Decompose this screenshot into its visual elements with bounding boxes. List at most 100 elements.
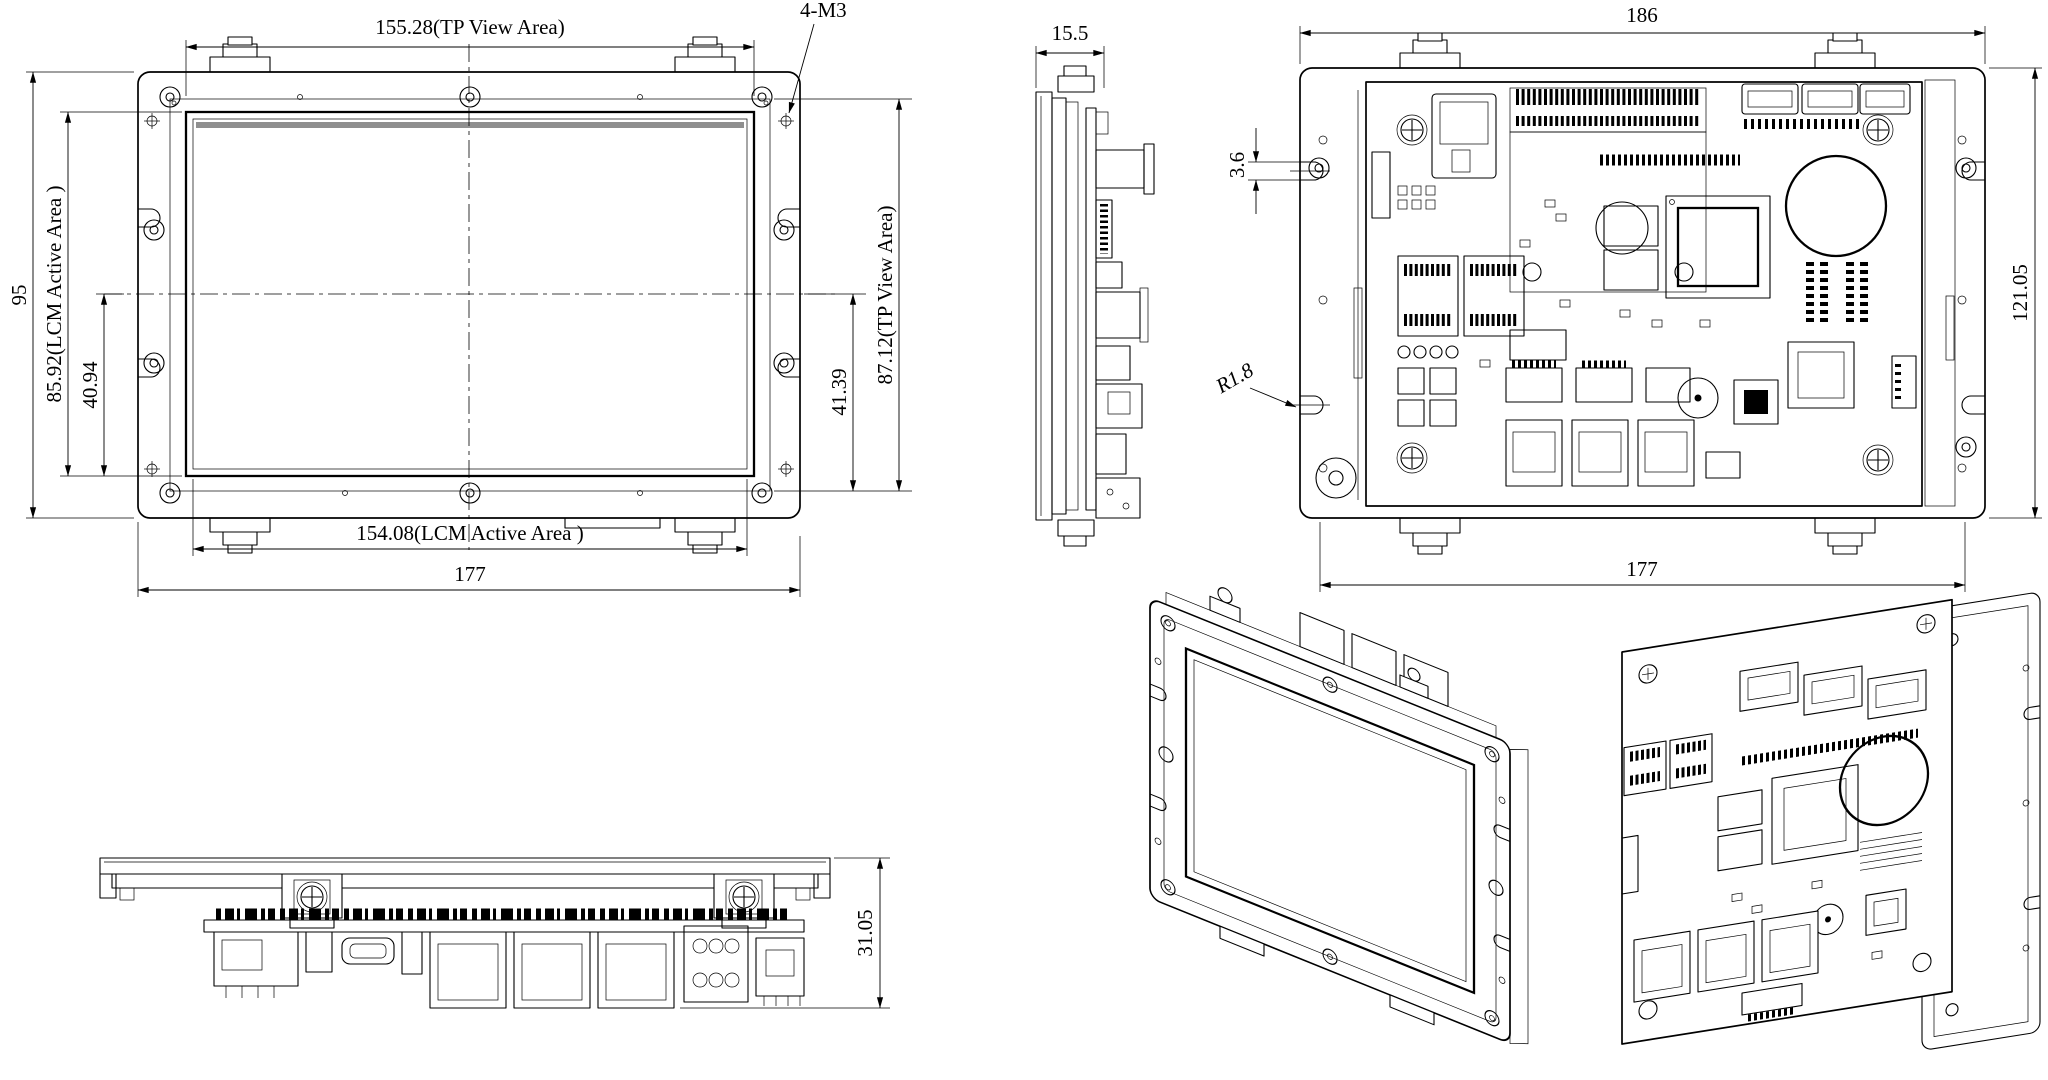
gpio-headers bbox=[1806, 262, 1868, 326]
mount-clip bbox=[209, 36, 271, 73]
rtc-crystal bbox=[1595, 201, 1649, 255]
iso-top-connectors bbox=[1299, 612, 1449, 707]
dim-depth: 31.05 bbox=[680, 857, 890, 1009]
side-pcb bbox=[1085, 107, 1097, 511]
iso-side-face bbox=[1509, 749, 1529, 1045]
magnetics-row bbox=[1505, 360, 1691, 403]
micro-usb bbox=[341, 937, 395, 965]
supercap-battery bbox=[1784, 154, 1888, 258]
dim-label-12105: 121.05 bbox=[2008, 264, 2032, 322]
dim-notch-radius: R1.8 bbox=[1211, 358, 1297, 408]
dim-label-8592: 85.92(LCM Active Area ) bbox=[42, 186, 66, 403]
dim-label-15408: 154.08(LCM Active Area ) bbox=[356, 521, 583, 545]
corner-boss bbox=[1315, 457, 1357, 499]
side-glass bbox=[1035, 91, 1053, 521]
mount-clip bbox=[1399, 517, 1461, 555]
dim-lcm-half-height: 40.94 bbox=[78, 293, 124, 477]
frame-notch bbox=[1961, 395, 1985, 415]
daughter-module bbox=[755, 937, 805, 1006]
side-components bbox=[1095, 111, 1155, 519]
side-frame bbox=[1051, 97, 1067, 515]
side-view: 15.5 bbox=[1035, 21, 1155, 547]
pcb-screw bbox=[1396, 114, 1428, 146]
side-clip bbox=[1057, 75, 1095, 93]
mount-clip bbox=[674, 36, 736, 73]
frame-notch bbox=[1961, 161, 1985, 181]
bottom-connectors bbox=[213, 925, 805, 1009]
dim-overall-height: 95 bbox=[7, 71, 134, 519]
terminal-block bbox=[683, 925, 749, 1003]
tp-outline bbox=[169, 98, 771, 492]
rj45-bottom bbox=[429, 931, 675, 1009]
dim-label-95: 95 bbox=[7, 285, 31, 306]
dim-label-155: 15.5 bbox=[1052, 21, 1089, 45]
dim-tp-height: 87.12(TP View Area) bbox=[774, 98, 912, 492]
pcb-screw bbox=[1862, 444, 1894, 476]
pcb-components bbox=[1371, 83, 1917, 487]
memory-chip bbox=[1603, 249, 1659, 291]
dim-label-4m3: 4-M3 bbox=[800, 0, 847, 22]
iso-soc bbox=[1771, 764, 1859, 865]
dim-label-36: 3.6 bbox=[1225, 152, 1249, 178]
bottom-view: 31.05 bbox=[99, 857, 890, 1009]
iso-pcb-components bbox=[1621, 614, 1936, 1022]
dim-label-177-front: 177 bbox=[454, 562, 486, 586]
dim-back-height: 121.05 bbox=[1989, 67, 2042, 519]
wafer-connector bbox=[1891, 355, 1917, 409]
dim-label-4139: 41.39 bbox=[827, 368, 851, 415]
dim-label-r18: R1.8 bbox=[1211, 358, 1258, 399]
dim-lcm-height: 85.92(LCM Active Area ) bbox=[42, 111, 182, 477]
dim-overall-width: 177 bbox=[137, 522, 801, 597]
iso-screw-holes bbox=[1158, 615, 1504, 1027]
iso-supercap bbox=[1838, 734, 1930, 827]
mount-clip bbox=[1399, 32, 1461, 69]
buzzer bbox=[1677, 377, 1719, 419]
dim-tp-half-height: 41.39 bbox=[774, 293, 866, 492]
usb-connector bbox=[1705, 451, 1741, 479]
rj45-ports bbox=[1505, 419, 1695, 487]
iso-front-frame bbox=[1149, 600, 1511, 1042]
mount-clip bbox=[674, 516, 736, 554]
front-view: 155.28(TP View Area) 4-M3 95 85.92(LCM A… bbox=[7, 0, 912, 597]
mount-clip bbox=[1814, 32, 1876, 69]
dim-4m3: 4-M3 bbox=[788, 0, 847, 114]
dim-tp-view-width: 155.28(TP View Area) bbox=[185, 15, 755, 96]
iso-rj45-ports bbox=[1633, 910, 1819, 1003]
dim-label-4094: 40.94 bbox=[78, 361, 102, 409]
passive-cluster bbox=[1397, 185, 1711, 368]
dim-notch-width: 3.6 bbox=[1225, 128, 1316, 214]
dim-label-8712: 87.12(TP View Area) bbox=[873, 206, 897, 385]
dim-thickness: 15.5 bbox=[1035, 21, 1105, 88]
pcb-outline bbox=[1365, 81, 1923, 507]
dim-label-177-back: 177 bbox=[1626, 557, 1658, 581]
qfp-ic bbox=[1733, 379, 1779, 425]
terminal-relay-block bbox=[1397, 255, 1525, 337]
large-ic bbox=[1787, 341, 1855, 409]
display-connectors bbox=[1741, 83, 1911, 129]
panel-bracket bbox=[1924, 79, 1956, 507]
dim-lcm-width: 154.08(LCM Active Area ) bbox=[192, 479, 748, 556]
transformer bbox=[1509, 329, 1567, 361]
iso-screen bbox=[1193, 659, 1467, 983]
iso-front-view bbox=[1149, 587, 1529, 1045]
dim-back-width: 186 bbox=[1299, 3, 1986, 64]
pcb-screw bbox=[1396, 442, 1428, 474]
dim-label-tp-width: 155.28(TP View Area) bbox=[375, 15, 564, 39]
bottom-frame bbox=[111, 873, 819, 889]
iso-back-view bbox=[1621, 592, 2041, 1050]
soc-module bbox=[1665, 195, 1771, 299]
mount-clip bbox=[209, 516, 271, 554]
sd-card-slot bbox=[1431, 93, 1497, 179]
fpc-connector bbox=[1371, 151, 1391, 219]
iso-screen-bezel bbox=[1184, 646, 1476, 995]
dim-back-mount-span: 177 bbox=[1319, 522, 1966, 592]
dim-label-3105: 31.05 bbox=[853, 909, 877, 956]
pcb-screw bbox=[1862, 114, 1894, 146]
mini-pcie-slot bbox=[1509, 87, 1707, 293]
mount-clip bbox=[1814, 517, 1876, 555]
dim-label-186: 186 bbox=[1626, 3, 1658, 27]
memory-chip bbox=[1603, 205, 1659, 247]
back-pcb-view: 186 3.6 R1.8 121.05 177 bbox=[1211, 3, 2042, 592]
